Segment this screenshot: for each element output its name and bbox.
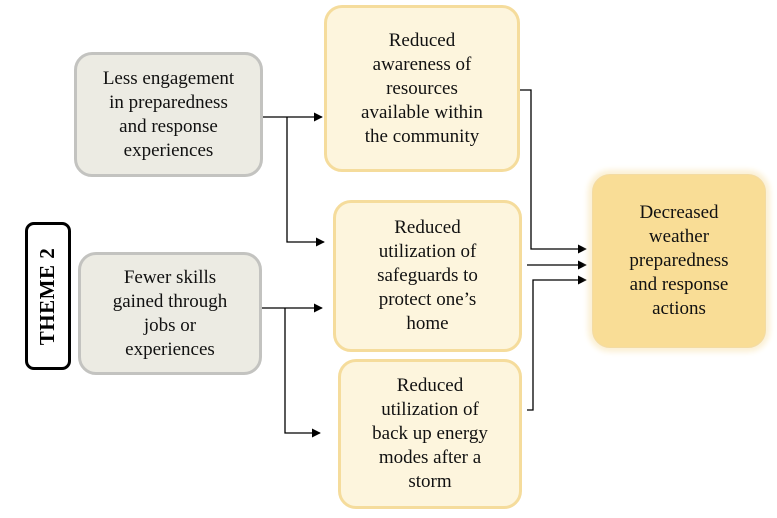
effect-box-reduced-backup-energy: Reduced utilization of back up energy mo… xyxy=(338,359,522,509)
effect-text: Reduced utilization of safeguards to pro… xyxy=(377,217,478,334)
effect-box-reduced-awareness: Reduced awareness of resources available… xyxy=(324,5,520,172)
cause-text: Less engagement in preparedness and resp… xyxy=(102,67,235,161)
cause-box-fewer-skills: Fewer skills gained through jobs or expe… xyxy=(78,252,262,375)
connector-backup-energy-to-outcome xyxy=(527,275,587,411)
effect-text: Reduced awareness of resources available… xyxy=(361,29,483,147)
connector-awareness-to-outcome xyxy=(520,89,587,254)
theme-label-box: THEME 2 xyxy=(25,222,71,370)
effect-box-reduced-safeguards: Reduced utilization of safeguards to pro… xyxy=(333,200,522,352)
cause-box-less-engagement: Less engagement in preparedness and resp… xyxy=(74,52,263,177)
cause-text: Fewer skills gained through jobs or expe… xyxy=(112,266,228,360)
outcome-text: Decreased weather preparedness and respo… xyxy=(629,202,729,319)
effect-text: Reduced utilization of back up energy mo… xyxy=(372,375,488,492)
outcome-box: Decreased weather preparedness and respo… xyxy=(592,174,766,348)
connector-engagement-to-safeguards xyxy=(286,117,325,247)
connector-skills-to-backup-energy xyxy=(284,308,321,438)
theme-label: THEME 2 xyxy=(35,247,60,345)
